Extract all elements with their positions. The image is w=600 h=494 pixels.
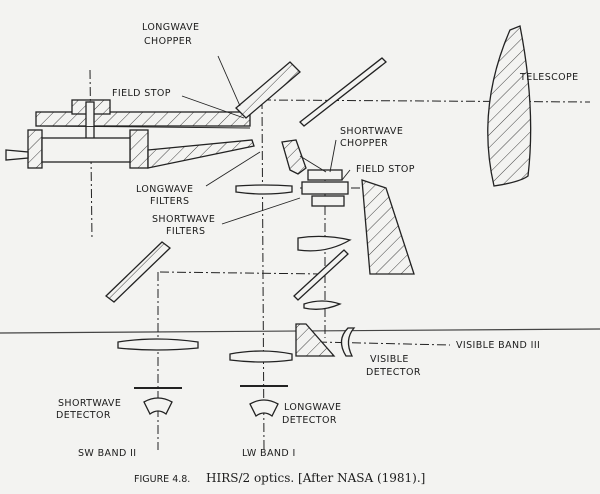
label-shortwave-filters-1: SHORTWAVE <box>152 214 215 225</box>
label-telescope: TELESCOPE <box>519 72 579 83</box>
visible-band-axis <box>317 341 451 346</box>
label-shortwave-detector-2: DETECTOR <box>56 410 111 421</box>
label-visible-band: VISIBLE BAND III <box>456 340 540 351</box>
label-longwave-chopper-2: CHOPPER <box>144 36 192 47</box>
label-shortwave-filters-2: FILTERS <box>166 226 206 237</box>
label-longwave-filters-1: LONGWAVE <box>136 184 193 195</box>
label-sw-band: SW BAND II <box>78 448 137 459</box>
visible-prism <box>295 323 336 357</box>
scan-mirror-housing <box>5 99 255 169</box>
figure-number: FIGURE 4.8. <box>134 474 190 485</box>
shortwave-relay-lens <box>303 300 342 310</box>
shortwave-detector <box>143 397 173 415</box>
leader-shortwave-filters <box>221 197 301 225</box>
longwave-filter-lens <box>235 184 293 195</box>
leader-longwave-chopper <box>217 55 241 107</box>
figure-caption: HIRS/2 optics. [After NASA (1981).] <box>206 471 425 485</box>
shortwave-prism <box>361 179 415 275</box>
leader-shortwave-chopper <box>329 139 337 173</box>
shortwave-fold-mirror-2 <box>293 249 349 301</box>
shortwave-beamsplitter <box>104 241 172 303</box>
label-shortwave-chopper-1: SHORTWAVE <box>340 126 403 137</box>
label-longwave-detector-2: DETECTOR <box>282 415 337 426</box>
leader-field-stop-2 <box>341 169 351 181</box>
label-visible-detector-1: VISIBLE <box>370 354 409 365</box>
leader-longwave-filters <box>205 151 261 187</box>
label-shortwave-chopper-2: CHOPPER <box>340 138 388 149</box>
label-longwave-chopper-1: LONGWAVE <box>142 22 199 33</box>
shortwave-filter-lens-1 <box>297 235 352 252</box>
telescope-lens <box>487 25 532 187</box>
longwave-vertical-axis <box>261 99 265 451</box>
shortwave-fold-mirror <box>299 57 387 127</box>
longwave-chopper-mirror <box>235 61 301 119</box>
visible-lens <box>340 327 356 357</box>
label-lw-band: LW BAND I <box>242 448 296 459</box>
label-visible-detector-2: DETECTOR <box>366 367 421 378</box>
main-optical-axis <box>261 99 591 103</box>
shortwave-horizontal-axis <box>159 271 326 275</box>
leader-field-stop <box>181 95 245 119</box>
longwave-focus-lens <box>229 350 293 363</box>
label-shortwave-detector-1: SHORTWAVE <box>58 398 121 409</box>
label-longwave-filters-2: FILTERS <box>150 196 190 207</box>
longwave-detector <box>249 399 279 417</box>
shortwave-chopper <box>299 155 349 207</box>
label-field-stop-2: FIELD STOP <box>356 164 415 175</box>
label-longwave-detector-1: LONGWAVE <box>284 402 341 413</box>
dichroic-housing <box>281 139 307 175</box>
label-field-stop-1: FIELD STOP <box>112 88 171 99</box>
shortwave-focus-lens <box>117 338 199 351</box>
